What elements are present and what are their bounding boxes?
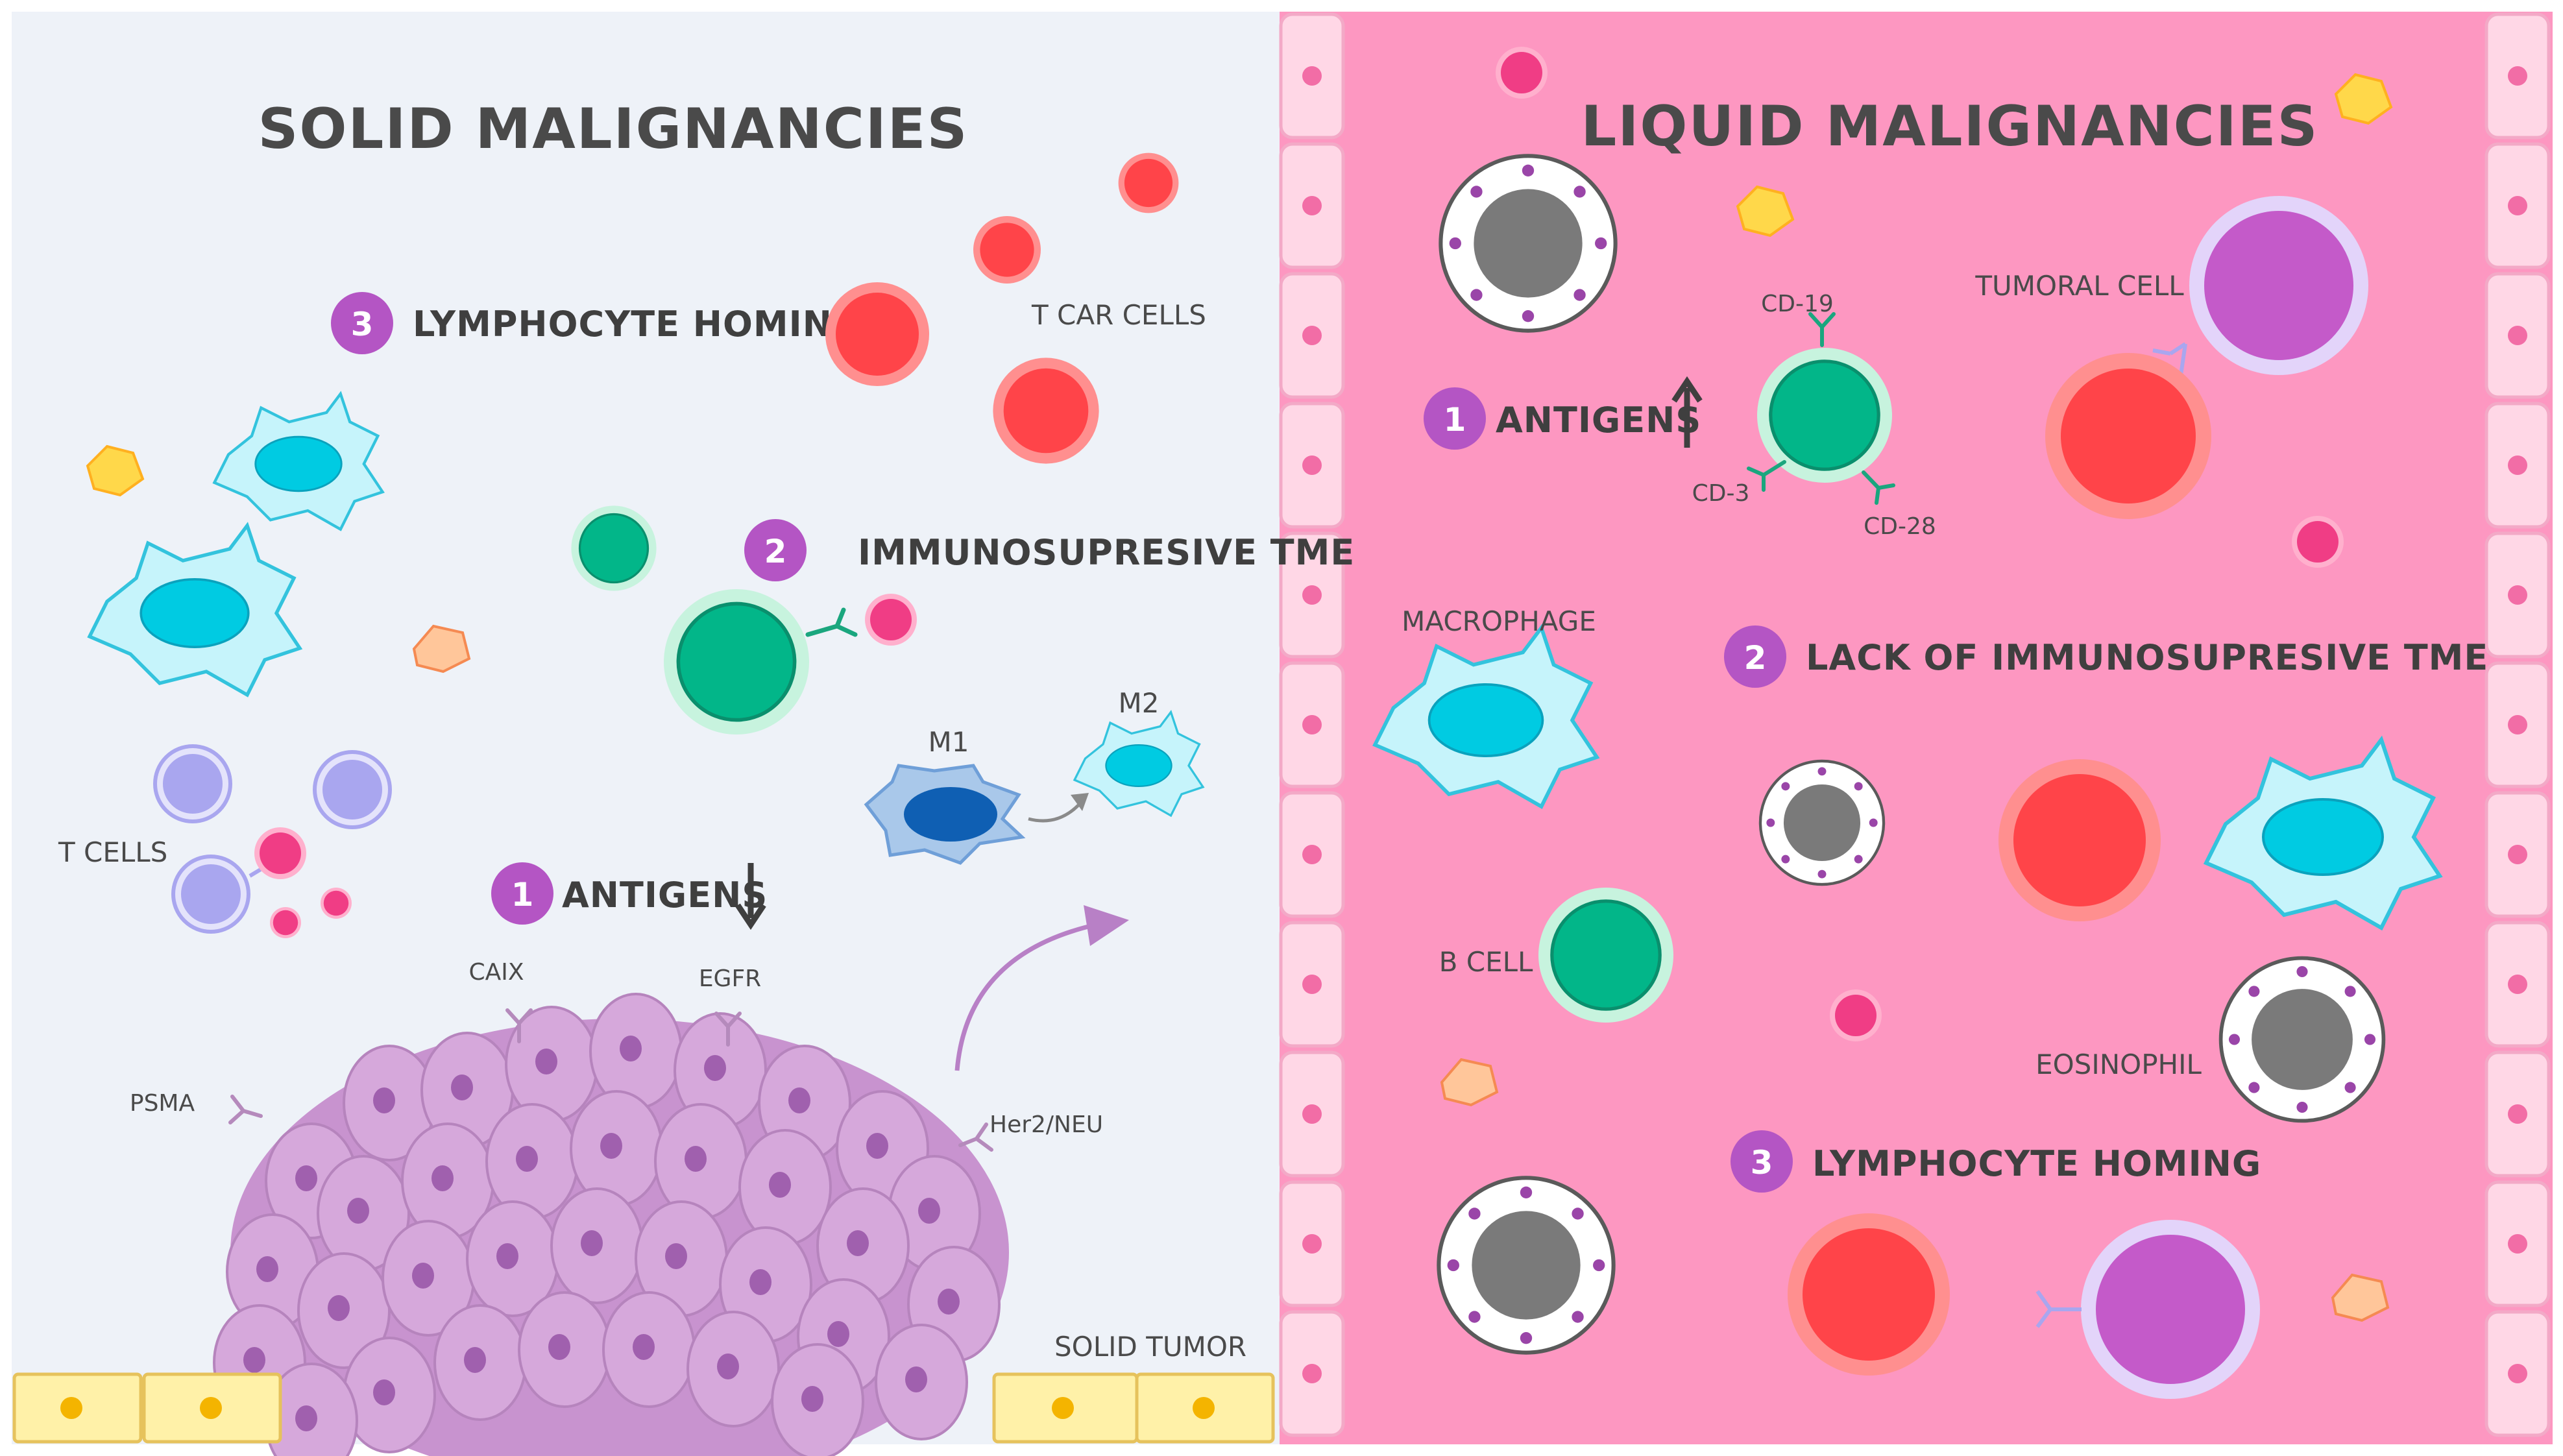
up-arrow-icon <box>1671 376 1703 448</box>
liquid-step2-badge <box>1724 625 1786 688</box>
tissue-floor <box>12 1372 1275 1444</box>
solid-step1-badge <box>491 862 553 925</box>
liquid-pink-dot-center <box>1830 989 1882 1041</box>
m1-macrophage <box>864 764 1026 865</box>
solid-title: SOLID MALIGNANCIES <box>258 97 968 162</box>
cd3-label: CD-3 <box>1692 480 1750 507</box>
cd28-label: CD-28 <box>1864 513 1936 540</box>
b-cell-label: B CELL <box>1439 946 1533 978</box>
liquid-title: LIQUID MALIGNANCIES <box>1581 94 2319 159</box>
eosinophil-label: EOSINOPHIL <box>2035 1049 2202 1080</box>
liquid-pink-dot-top <box>1496 47 1548 99</box>
tumoral-cell <box>2189 196 2368 375</box>
solid-step3-badge <box>331 292 393 354</box>
m1-to-m2-arrowhead <box>1071 793 1089 811</box>
eosinophil-bottom-left <box>1439 1178 1613 1352</box>
tcar-label: T CAR CELLS <box>1031 299 1206 331</box>
solid-step1-num: 1 <box>511 876 534 914</box>
homing-arrow <box>954 922 1097 1071</box>
vessel-wall-right <box>2486 14 2549 1435</box>
liquid-step3-badge <box>1731 1130 1793 1193</box>
liquid-step2-num: 2 <box>1744 639 1767 677</box>
liquid-step1-badge <box>1424 387 1486 450</box>
solid-step2-text: IMMUNOSUPRESIVE TME <box>858 532 1355 573</box>
antigen-egfr: EGFR <box>699 965 761 992</box>
tumoral-cell-bottom <box>2081 1220 2260 1399</box>
liquid-step1: 1 ANTIGENS <box>1424 376 1703 450</box>
liquid-red-cell-bottom <box>1788 1213 1950 1376</box>
antigen-her2: Her2/NEU <box>990 1111 1103 1138</box>
solid-tumor-label: SOLID TUMOR <box>1054 1331 1246 1363</box>
liquid-step3: 3 LYMPHOCYTE HOMING <box>1731 1130 2261 1193</box>
solid-step3-num: 3 <box>351 306 374 343</box>
eosinophil-mid <box>1760 761 1884 884</box>
liquid-step2: 2 LACK OF IMMUNOSUPRESIVE TME <box>1724 625 2488 688</box>
down-arrow-icon <box>735 863 766 930</box>
solid-pink-dot-step2 <box>865 594 917 646</box>
liquid-step3-num: 3 <box>1751 1144 1773 1182</box>
m2-label: M2 <box>1119 687 1160 719</box>
eosinophil-right <box>2221 958 2384 1121</box>
tumoral-cell-label: TUMORAL CELL <box>1974 270 2184 302</box>
tumoral-bottom-receptor <box>2035 1290 2082 1328</box>
solid-step1-text: ANTIGENS <box>562 875 768 916</box>
antigen-caix: CAIX <box>468 959 524 986</box>
liquid-red-cell-mid <box>1998 759 2161 921</box>
liquid-car-t-cell <box>1747 314 1895 505</box>
solid-receptor <box>805 607 858 637</box>
liquid-step2-text: LACK OF IMMUNOSUPRESIVE TME <box>1806 637 2488 678</box>
homing-arrowhead <box>1084 905 1129 946</box>
tcells-label: T CELLS <box>58 836 167 868</box>
antigen-psma: PSMA <box>130 1090 195 1117</box>
solid-step3-text: LYMPHOCYTE HOMING <box>413 304 862 345</box>
liquid-step3-text: LYMPHOCYTE HOMING <box>1812 1143 2261 1184</box>
b-cell <box>1538 888 1673 1023</box>
solid-step3: 3 LYMPHOCYTE HOMING <box>331 292 862 354</box>
solid-tumor <box>213 993 1009 1456</box>
solid-step2: 2 IMMUNOSUPRESIVE TME <box>744 519 1355 581</box>
solid-step2-badge <box>744 519 807 581</box>
liquid-step1-text: ANTIGENS <box>1496 400 1701 441</box>
vessel-wall-left <box>1281 14 1343 1435</box>
liquid-red-cell-top <box>2045 353 2211 519</box>
liquid-pink-dot-right <box>2292 516 2344 568</box>
cd19-label: CD-19 <box>1761 291 1834 317</box>
eosinophil-top-left <box>1440 156 1615 330</box>
solid-step1: 1 ANTIGENS <box>491 862 768 930</box>
macrophage-label: MACROPHAGE <box>1402 605 1596 637</box>
solid-step2-num: 2 <box>764 533 787 570</box>
m1-label: M1 <box>929 726 969 758</box>
liquid-step1-num: 1 <box>1444 401 1466 439</box>
tumor-antigens <box>228 1010 993 1152</box>
